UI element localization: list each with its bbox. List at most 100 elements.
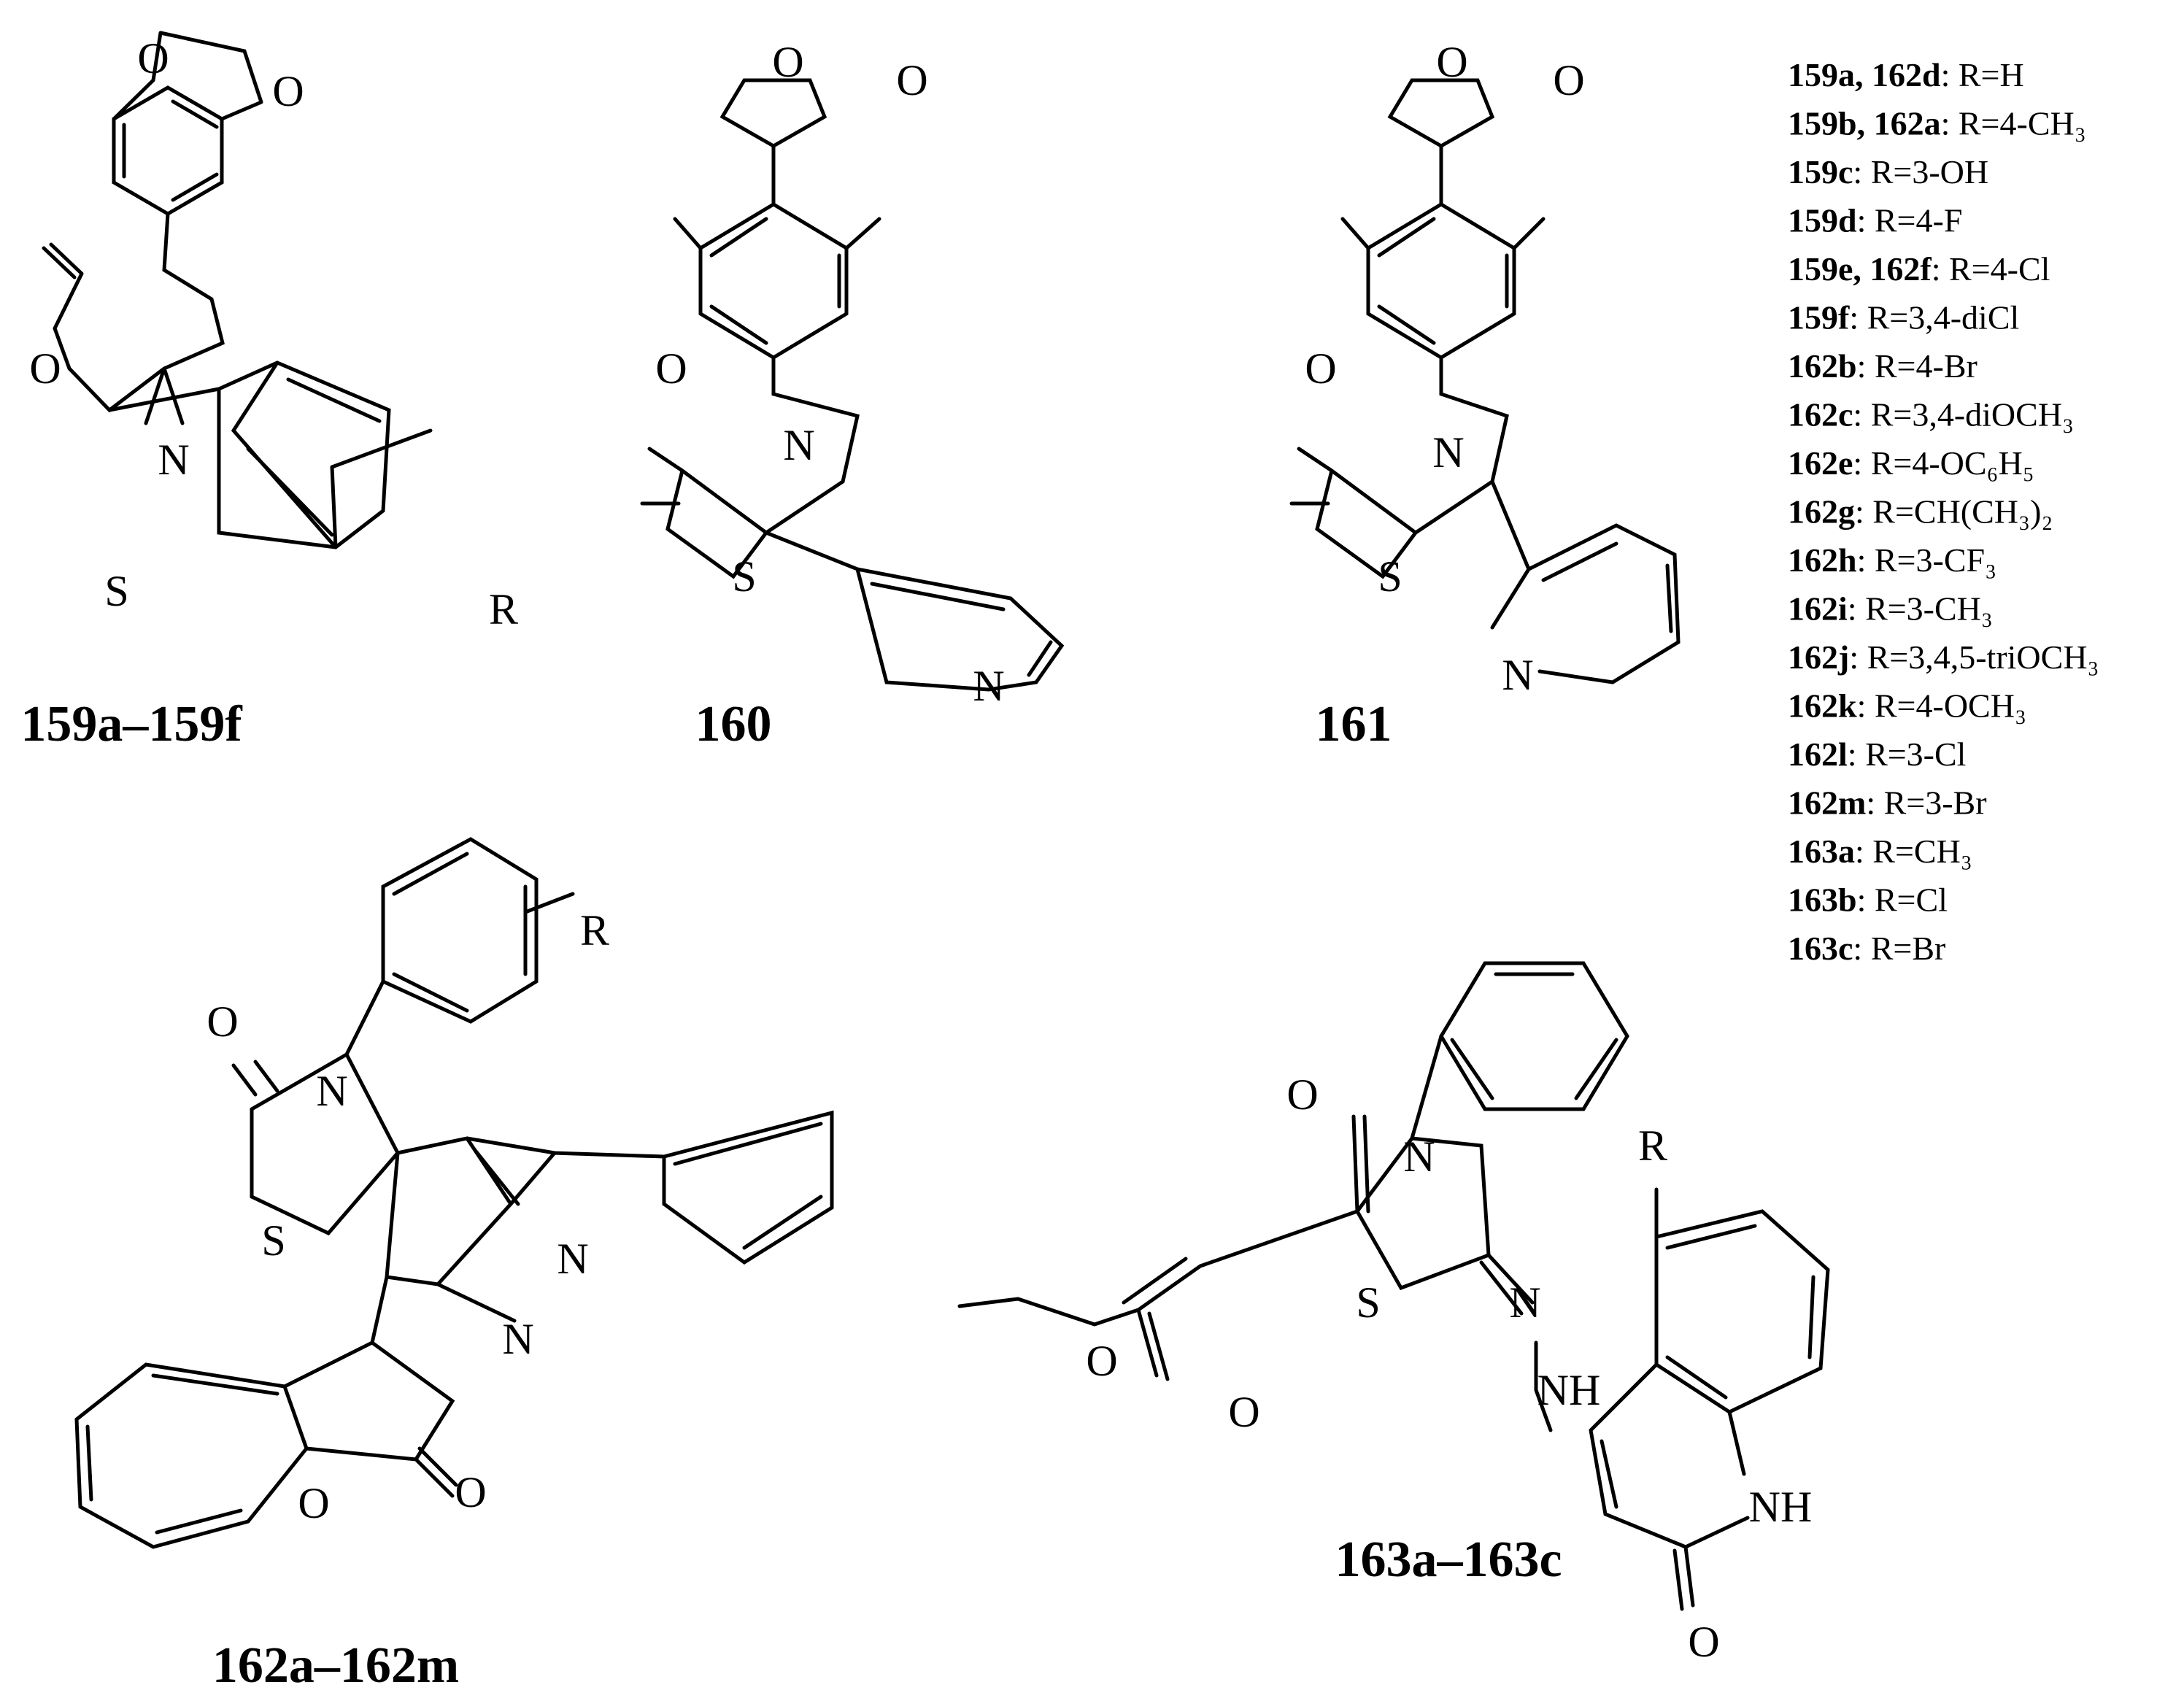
legend-compound-ids: 162i [1788,590,1848,628]
legend-row: 162c: R=3,4-diOCH₃ [1788,396,2074,433]
legend-row: 159f: R=3,4-diCl [1788,299,2019,336]
legend-substituent: R=H [1959,56,2024,93]
legend-separator: : [1853,396,1870,433]
legend-row: 162j: R=3,4,5-triOCH₃ [1788,638,2099,676]
bonds-159 [42,31,433,549]
atom-o-160b: O [896,56,927,104]
legend-substituent: R=3-Cl [1865,736,1966,773]
atom-o-carbonyl-162: O [207,998,238,1046]
legend-row: 163b: R=Cl [1788,881,1948,919]
legend-separator: : [1857,202,1875,239]
legend-substituent: R=Cl [1875,881,1948,919]
atom-o-carbonyl-163: O [1286,1070,1318,1119]
legend-compound-ids: 162g [1788,493,1855,530]
legend-row: 162l: R=3-Cl [1788,736,1966,773]
bonds-161 [1289,78,1681,684]
legend-separator: : [1857,347,1875,385]
legend-compound-ids: 159b, 162a [1788,105,1941,142]
legend-substituent: R=CH₃ [1872,833,1972,870]
atom-o-161b: O [1553,56,1584,104]
legend-separator: : [1855,493,1872,530]
legend-separator: : [1941,56,1959,93]
legend-compound-ids: 162k [1788,687,1857,725]
atom-o-159b: O [272,67,304,115]
legend-substituent: R=3-CH₃ [1865,590,1993,628]
legend-separator: : [1853,153,1870,190]
atom-o-161a: O [1436,38,1467,86]
legend-separator: : [1853,444,1870,482]
legend-substituent: R=4-Br [1875,347,1977,385]
legend-compound-ids: 162e [1788,444,1853,482]
legend-compound-ids: 162l [1788,736,1848,773]
legend-row: 162h: R=3-CF₃ [1788,541,1996,579]
legend-row: 163c: R=Br [1788,930,1945,967]
atom-n-160: N [783,421,814,469]
compound-label-161: 161 [1316,696,1392,752]
legend-compound-ids: 163b [1788,881,1857,919]
legend-compound-ids: 159d [1788,202,1857,239]
legend-compound-ids: 162b [1788,347,1857,385]
legend-separator: : [1849,299,1867,336]
legend-row: 159d: R=4-F [1788,202,1962,239]
atom-r-163: R [1638,1122,1667,1170]
compound-label-163: 163a–163c [1335,1532,1562,1588]
legend-compound-ids: 159e, 162f [1788,250,1932,288]
legend-row: 159c: R=3-OH [1788,153,1988,190]
legend-compound-ids: 162m [1788,784,1866,822]
atom-n-imine-163: N [1509,1278,1540,1327]
legend-separator: : [1853,930,1870,967]
atom-o-ester-carbonyl-163: O [1228,1388,1259,1436]
atom-n2-pyrazole-162: N [502,1315,533,1363]
bonds-160 [640,78,1065,692]
structure-163: O N S N NH O O NH O R [957,961,1830,1666]
substituent-legend: 159a, 162d: R=H 159b, 162a: R=4-CH₃ 159c: … [1788,56,2099,967]
legend-compound-ids: 162h [1788,541,1857,579]
atom-o-carbonyl-160: O [655,344,687,393]
atom-o-lactone-162: O [455,1468,486,1516]
legend-row: 159e, 162f: R=4-Cl [1788,250,2050,288]
legend-compound-ids: 163a [1788,833,1855,870]
legend-separator: : [1848,736,1865,773]
compound-label-159: 159a–159f [20,696,242,752]
legend-row: 159b, 162a: R=4-CH₃ [1788,105,2086,142]
structure-162: O N S N N O O R [74,837,834,1549]
legend-separator: : [1866,784,1883,822]
atom-r-159: R [489,585,518,633]
atom-s-163: S [1356,1278,1380,1327]
structure-159: O O O N S R [29,31,518,633]
legend-substituent: R=3,4-diCl [1867,299,2020,336]
legend-substituent: R=4-F [1875,202,1963,239]
atom-o-159a: O [137,34,169,82]
atom-o-carbonyl-159: O [29,344,61,393]
compound-label-162: 162a–162m [212,1637,459,1690]
atom-n-pyridine-161: N [1502,651,1533,699]
legend-substituent: R=4-OC₆H₅ [1871,444,2034,482]
bonds-163 [957,961,1830,1611]
atom-nh-quinolinone-163: NH [1749,1483,1813,1531]
atom-n1-pyrazole-162: N [557,1235,588,1283]
legend-compound-ids: 159f [1788,299,1850,336]
legend-substituent: R=3,4,5-triOCH₃ [1867,638,2099,676]
atom-s-161: S [1378,552,1402,601]
legend-row: 162m: R=3-Br [1788,784,1987,822]
legend-separator: : [1848,590,1865,628]
legend-separator: : [1855,833,1872,870]
atom-n-thiazolidine-162: N [316,1067,347,1115]
legend-compound-ids: 159a, 162d [1788,56,1941,93]
legend-compound-ids: 163c [1788,930,1853,967]
legend-separator: : [1849,638,1867,676]
legend-row: 162e: R=4-OC₆H₅ [1788,444,2034,482]
atom-o-quinolinone-163: O [1688,1618,1719,1666]
legend-separator: : [1941,105,1959,142]
structure-161: O O O N S N [1289,38,1681,699]
structure-160: O O O N S N [640,38,1065,710]
atom-nh-hydrazone-163: NH [1537,1366,1601,1414]
atom-n-pyridine-160: N [973,662,1004,710]
compound-label-160: 160 [695,696,772,752]
legend-separator: : [1932,250,1949,288]
legend-substituent: R=Br [1871,930,1946,967]
legend-separator: : [1857,881,1875,919]
legend-compound-ids: 159c [1788,153,1853,190]
atom-o-ring-162: O [298,1479,329,1527]
legend-substituent: R=CH(CH₃)₂ [1872,493,2053,530]
